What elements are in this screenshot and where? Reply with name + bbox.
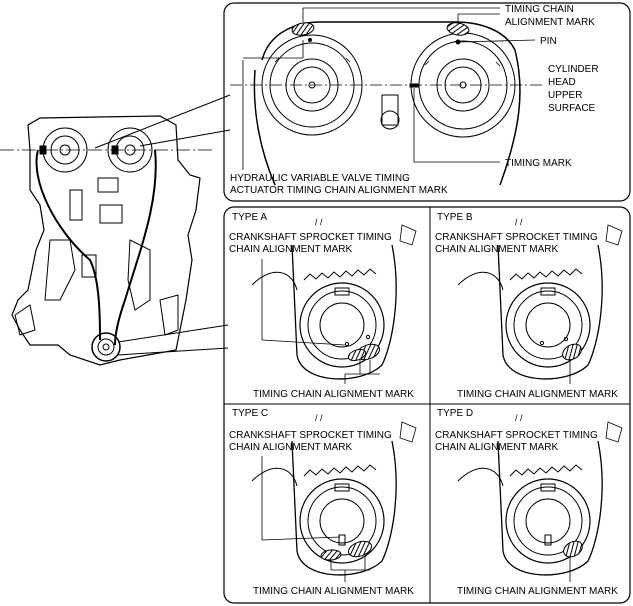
type-d-title: TYPE D xyxy=(437,408,473,419)
type-c-cell: TYPE C CRANKSHAFT SPROCKET TIMING CHAIN … xyxy=(229,408,414,597)
type-c-title: TYPE C xyxy=(232,408,268,419)
cam-sprocket-detail-panel: TIMING CHAIN ALIGNMENT MARK PIN CYLINDER… xyxy=(223,2,631,202)
type-d-bottom-label: TIMING CHAIN ALIGNMENT MARK xyxy=(457,586,618,597)
timing-mark-label: TIMING MARK xyxy=(505,158,572,169)
type-d-label-1: CRANKSHAFT SPROCKET TIMING xyxy=(435,430,598,441)
type-a-title: TYPE A xyxy=(232,212,267,223)
type-c-tick-marks: / / xyxy=(315,413,323,423)
type-d-tick-marks: / / xyxy=(515,413,523,423)
cylinder-head-label-2: HEAD xyxy=(548,77,576,88)
actuator-mark-label-2: ACTUATOR TIMING CHAIN ALIGNMENT MARK xyxy=(230,185,448,196)
cylinder-head-label-4: SURFACE xyxy=(548,103,596,114)
type-c-label-2: CHAIN ALIGNMENT MARK xyxy=(229,442,352,453)
type-a-bottom-label: TIMING CHAIN ALIGNMENT MARK xyxy=(253,389,414,400)
type-a-tick-marks: / / xyxy=(315,217,323,227)
type-a-label-2: CHAIN ALIGNMENT MARK xyxy=(229,244,352,255)
timing-chain-alignment-mark-label-2: ALIGNMENT MARK xyxy=(505,17,595,28)
type-a-label-1: CRANKSHAFT SPROCKET TIMING xyxy=(229,232,392,243)
type-b-bottom-label: TIMING CHAIN ALIGNMENT MARK xyxy=(457,389,618,400)
crankshaft-types-panel: TYPE A CRANKSHAFT SPROCKET TIMING CHAIN … xyxy=(223,206,631,604)
type-a-cell: TYPE A CRANKSHAFT SPROCKET TIMING CHAIN … xyxy=(229,212,414,400)
cylinder-head-label-3: UPPER xyxy=(548,90,582,101)
type-d-label-2: CHAIN ALIGNMENT MARK xyxy=(435,442,558,453)
type-b-label-2: CHAIN ALIGNMENT MARK xyxy=(435,244,558,255)
actuator-mark-label-1: HYDRAULIC VARIABLE VALVE TIMING xyxy=(230,173,410,184)
type-d-cell: TYPE D CRANKSHAFT SPROCKET TIMING CHAIN … xyxy=(435,408,618,597)
type-b-tick-marks: / / xyxy=(515,217,523,227)
pin-label: PIN xyxy=(540,36,557,47)
type-b-title: TYPE B xyxy=(437,212,473,223)
timing-chain-alignment-mark-label-1: TIMING CHAIN xyxy=(505,4,574,15)
engine-overview xyxy=(0,94,231,366)
type-b-cell: TYPE B CRANKSHAFT SPROCKET TIMING CHAIN … xyxy=(435,212,618,400)
cylinder-head-label-1: CYLINDER xyxy=(548,64,599,75)
type-c-label-1: CRANKSHAFT SPROCKET TIMING xyxy=(229,430,392,441)
type-b-label-1: CRANKSHAFT SPROCKET TIMING xyxy=(435,232,598,243)
type-c-bottom-label: TIMING CHAIN ALIGNMENT MARK xyxy=(253,586,414,597)
edge-bracket-marks xyxy=(399,224,623,443)
